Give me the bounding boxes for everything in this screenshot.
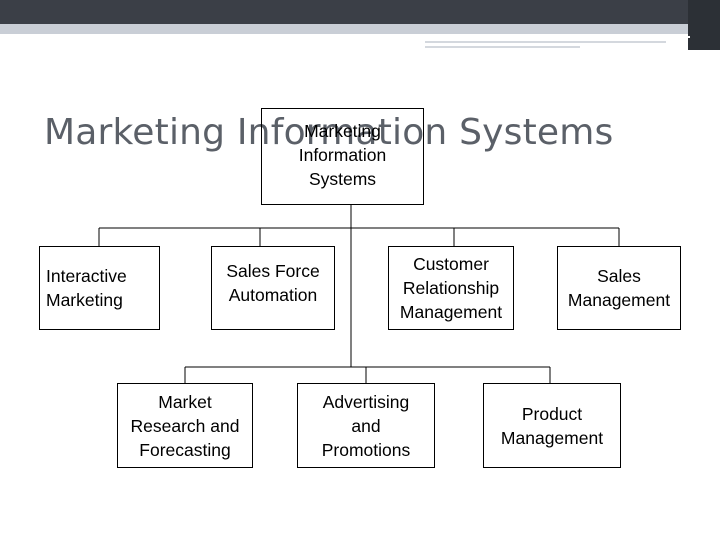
- header-strip: [0, 24, 720, 34]
- node-marketing-information-systems: Marketing Information Systems: [261, 108, 424, 205]
- node-advertising-and-promotions: Advertising and Promotions: [297, 383, 435, 468]
- node-market-research-and-forecasting: Market Research and Forecasting: [117, 383, 253, 468]
- node-interactive-marketing: Interactive Marketing: [39, 246, 160, 330]
- node-label: Sales Management: [567, 266, 671, 310]
- node-product-management: Product Management: [483, 383, 621, 468]
- node-label: Marketing Information Systems: [298, 120, 387, 189]
- node-label: Interactive Marketing: [46, 266, 127, 310]
- node-label: Customer Relationship Management: [399, 254, 503, 322]
- header-bar: [0, 0, 720, 24]
- node-sales-force-automation: Sales Force Automation: [211, 246, 335, 330]
- node-label: Market Research and Forecasting: [130, 391, 240, 460]
- node-sales-management: Sales Management: [557, 246, 681, 330]
- node-label: Advertising and Promotions: [321, 391, 411, 460]
- node-label: Sales Force Automation: [226, 261, 320, 305]
- slide-title: Marketing Information Systems: [44, 112, 614, 153]
- header-decoration: [0, 0, 720, 50]
- node-label: Product Management: [500, 403, 604, 448]
- node-customer-relationship-management: Customer Relationship Management: [388, 246, 514, 330]
